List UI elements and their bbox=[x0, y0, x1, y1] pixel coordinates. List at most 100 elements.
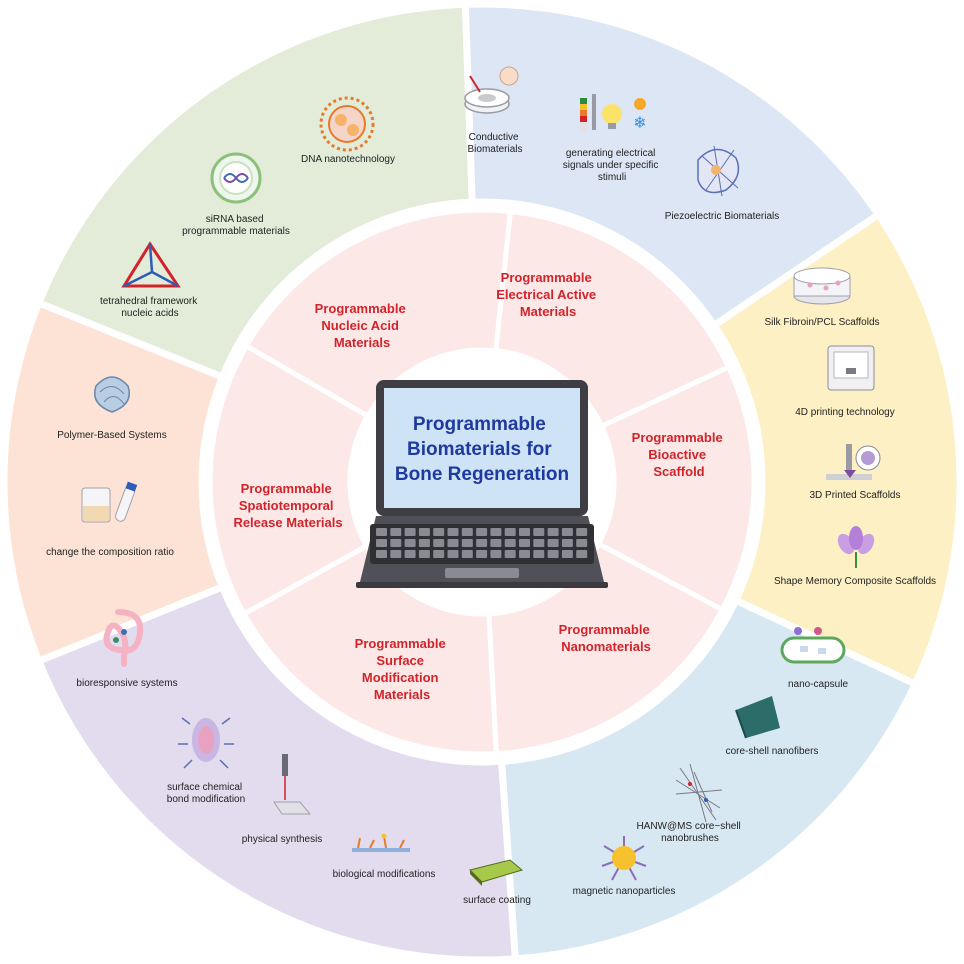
item-composition-ratio: change the composition ratio bbox=[46, 547, 174, 558]
keyboard-key bbox=[576, 539, 588, 547]
item-polymer-based: Polymer-Based Systems bbox=[57, 430, 166, 441]
keyboard-key bbox=[418, 539, 430, 547]
silk-fibroin-scaffold-icon bbox=[793, 267, 851, 305]
keyboard-key bbox=[433, 550, 445, 558]
keyboard-key bbox=[519, 528, 530, 536]
category-spatiotemporal-release: Programmable Spatiotemporal Release Mate… bbox=[233, 481, 342, 530]
item-nano-capsule: nano-capsule bbox=[788, 679, 848, 690]
keyboard-key bbox=[490, 528, 502, 536]
outer-sector-electrical bbox=[461, 0, 884, 331]
inner-sector-release bbox=[207, 342, 372, 618]
laptop-icon bbox=[356, 380, 608, 588]
item-silk-fibroin: Silk Fibroin/PCL Scaffolds bbox=[764, 317, 879, 328]
item-bioresponsive: bioresponsive systems bbox=[76, 678, 177, 689]
keyboard-key bbox=[504, 539, 516, 547]
keyboard-key bbox=[476, 550, 488, 558]
keyboard-key bbox=[461, 528, 473, 536]
outer-sector-surface bbox=[34, 582, 520, 964]
keyboard-key bbox=[533, 528, 545, 536]
keyboard-key bbox=[533, 550, 545, 558]
tetrahedral-framework-icon bbox=[121, 241, 181, 288]
keyboard-key bbox=[404, 550, 416, 558]
keyboard-key bbox=[418, 550, 430, 558]
category-nanomaterials: Programmable Nanomaterials bbox=[559, 622, 654, 654]
keyboard-key bbox=[447, 539, 459, 547]
center-title-line-2: Biomaterials for bbox=[407, 439, 552, 460]
keyboard-key bbox=[490, 539, 502, 547]
dna-nanotechnology-icon bbox=[319, 96, 375, 152]
center-title-line-1: Programmable bbox=[413, 414, 546, 435]
item-conductive: Conductive Biomaterials bbox=[467, 132, 522, 155]
keyboard-key bbox=[504, 550, 516, 558]
snowflake-icon: ❄ bbox=[633, 113, 646, 132]
category-electrical-active: Programmable Electrical Active Materials bbox=[496, 270, 600, 319]
item-surface-chemical: surface chemical bond modification bbox=[167, 782, 245, 805]
printer-4d-icon bbox=[827, 345, 875, 391]
keyboard-key bbox=[547, 539, 559, 547]
outer-sector-scaffold bbox=[709, 209, 964, 689]
outer-sector-nano bbox=[497, 595, 920, 963]
nanobrush-icon bbox=[675, 763, 723, 823]
inner-sector-electrical bbox=[493, 208, 732, 430]
keyboard-key bbox=[461, 550, 473, 558]
item-4d-printing: 4D printing technology bbox=[795, 407, 895, 418]
item-shape-memory: Shape Memory Composite Scaffolds bbox=[774, 576, 936, 587]
beaker-tube-icon bbox=[81, 481, 138, 523]
keyboard-key bbox=[447, 528, 459, 536]
surface-coating-icon bbox=[469, 859, 524, 886]
item-biological-modifications: biological modifications bbox=[333, 869, 436, 880]
keyboard-key bbox=[376, 539, 387, 547]
category-nucleic-acid: Programmable Nucleic Acid Materials bbox=[315, 301, 410, 350]
magnetic-nanoparticle-icon bbox=[601, 836, 647, 881]
keyboard-key bbox=[376, 550, 387, 558]
piezoelectric-icon bbox=[697, 145, 740, 197]
outer-sector-release bbox=[0, 298, 227, 666]
keyboard-key bbox=[576, 528, 588, 536]
core-shell-nanofiber-icon bbox=[735, 696, 780, 739]
item-dna-nanotechnology: DNA nanotechnology bbox=[301, 154, 395, 165]
item-physical-synthesis: physical synthesis bbox=[242, 834, 323, 845]
item-tetrahedral: tetrahedral framework nucleic acids bbox=[100, 296, 200, 319]
keyboard-key bbox=[404, 539, 416, 547]
item-core-shell-nanofibers: core-shell nanofibers bbox=[726, 746, 819, 757]
keyboard-key bbox=[433, 539, 445, 547]
keyboard-key bbox=[490, 550, 502, 558]
category-surface-modification: Programmable Surface Modification Materi… bbox=[355, 636, 450, 702]
item-magnetic-nanoparticles: magnetic nanoparticles bbox=[573, 886, 676, 897]
biological-modification-icon bbox=[352, 833, 410, 852]
item-hanw-nanobrushes: HANW@MS core−shell nanobrushes bbox=[636, 821, 743, 844]
inner-ring-sectors bbox=[207, 207, 757, 757]
keyboard-key bbox=[561, 550, 573, 558]
keyboard-key bbox=[447, 550, 459, 558]
keyboard-key bbox=[476, 539, 488, 547]
keyboard-key bbox=[519, 539, 530, 547]
keyboard-key bbox=[390, 539, 402, 547]
physical-synthesis-icon bbox=[273, 754, 312, 815]
polymer-system-icon bbox=[94, 376, 130, 413]
keyboard-key bbox=[576, 550, 588, 558]
shape-memory-flower-icon bbox=[837, 526, 875, 568]
petri-dish-icon bbox=[464, 66, 519, 114]
center-title: Programmable Biomaterials for Bone Regen… bbox=[395, 414, 569, 485]
keyboard-key bbox=[390, 528, 402, 536]
keyboard-key bbox=[533, 539, 545, 547]
keyboard-key bbox=[433, 528, 445, 536]
printed-3d-scaffold-icon bbox=[826, 444, 881, 480]
keyboard-key bbox=[476, 528, 488, 536]
sirna-icon bbox=[210, 152, 262, 204]
keyboard-key bbox=[461, 539, 473, 547]
keyboard-key bbox=[504, 528, 516, 536]
category-bioactive-scaffold: Programmable Bioactive Scaffold bbox=[632, 430, 727, 479]
keyboard-key bbox=[547, 550, 559, 558]
item-sirna: siRNA based programmable materials bbox=[182, 214, 290, 237]
item-surface-coating: surface coating bbox=[463, 895, 531, 906]
nano-capsule-icon bbox=[780, 627, 846, 664]
item-piezoelectric: Piezoelectric Biomaterials bbox=[665, 211, 780, 222]
keyboard-key bbox=[376, 528, 387, 536]
item-3d-printed: 3D Printed Scaffolds bbox=[810, 490, 901, 501]
item-electrical-signals: generating electrical signals under spec… bbox=[563, 148, 661, 183]
keyboard-key bbox=[519, 550, 530, 558]
center-title-line-3: Bone Regeneration bbox=[395, 464, 569, 485]
